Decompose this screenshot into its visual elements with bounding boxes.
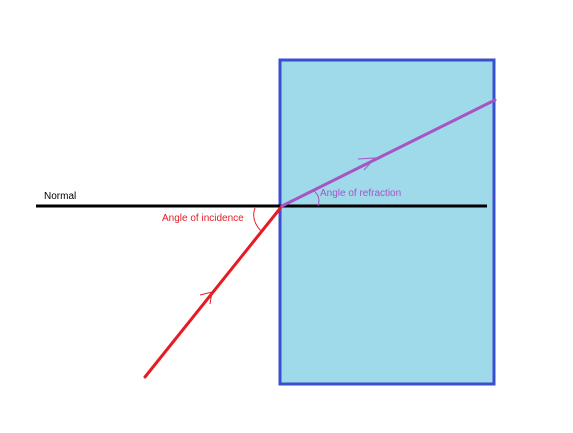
refracted-ray — [280, 98, 497, 208]
incident-ray-arrow — [199, 291, 213, 305]
incident-ray — [143, 204, 284, 379]
refracted-ray-arrow — [357, 157, 377, 171]
angle-of-refraction-label: Angle of refraction — [320, 188, 402, 199]
glass-block — [278, 58, 496, 386]
refraction-angle-arc — [313, 190, 320, 207]
normal-label: Normal — [44, 191, 77, 202]
angle-of-incidence-label: Angle of incidence — [162, 213, 244, 224]
incidence-angle-bracket — [253, 207, 263, 233]
